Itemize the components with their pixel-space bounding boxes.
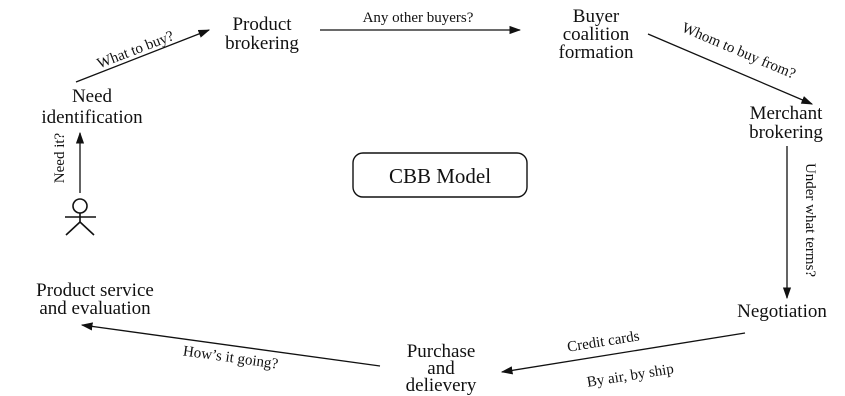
node-purchase-line2: and [427, 358, 455, 379]
node-product-service-evaluation: Product service and evaluation [36, 280, 154, 319]
node-buyer-coalition-line2: coalition [563, 24, 630, 45]
node-need-identification-line2: identification [41, 107, 143, 128]
edge-label-what-to-buy: What to buy? [95, 28, 176, 72]
node-product-brokering: Product brokering [225, 14, 299, 54]
node-product-brokering-line2: brokering [225, 33, 299, 54]
node-buyer-coalition-formation: Buyer coalition formation [559, 6, 634, 63]
node-product-service-line2: and evaluation [39, 298, 151, 319]
edge-label-any-other-buyers: Any other buyers? [363, 10, 474, 26]
cbb-model-title: CBB Model [389, 164, 491, 188]
node-merchant-brokering-line2: brokering [749, 122, 823, 143]
node-product-service-line1: Product service [36, 280, 154, 301]
node-negotiation-line1: Negotiation [737, 301, 827, 322]
node-negotiation: Negotiation [737, 301, 827, 322]
arrow-whom-to-buy-from [647, 33, 814, 105]
cbb-model-title-box: CBB Model [352, 152, 528, 198]
node-merchant-brokering: Merchant brokering [749, 103, 823, 143]
node-need-identification-line1: Need [72, 86, 113, 107]
arrow-hows-it-going [80, 322, 381, 367]
stick-figure-icon [65, 198, 96, 236]
node-purchase-line3: delievery [406, 375, 477, 396]
edge-label-hows-it-going: How’s it going? [182, 343, 279, 372]
arrow-credit-cards [500, 332, 746, 375]
edge-label-need-it: Need it? [52, 132, 68, 183]
node-purchase-and-delivery: Purchase and delievery [406, 341, 477, 396]
edge-label-under-what-terms: Under what terms? [802, 163, 818, 277]
edge-label-by-air-by-ship: By air, by ship [586, 361, 675, 391]
node-purchase-line1: Purchase [407, 341, 476, 362]
node-buyer-coalition-line1: Buyer [573, 6, 620, 27]
node-buyer-coalition-line3: formation [559, 42, 634, 63]
arrow-what-to-buy [75, 29, 211, 83]
node-merchant-brokering-line1: Merchant [750, 103, 824, 124]
node-product-brokering-line1: Product [232, 14, 292, 35]
node-need-identification: Need identification [41, 86, 143, 128]
